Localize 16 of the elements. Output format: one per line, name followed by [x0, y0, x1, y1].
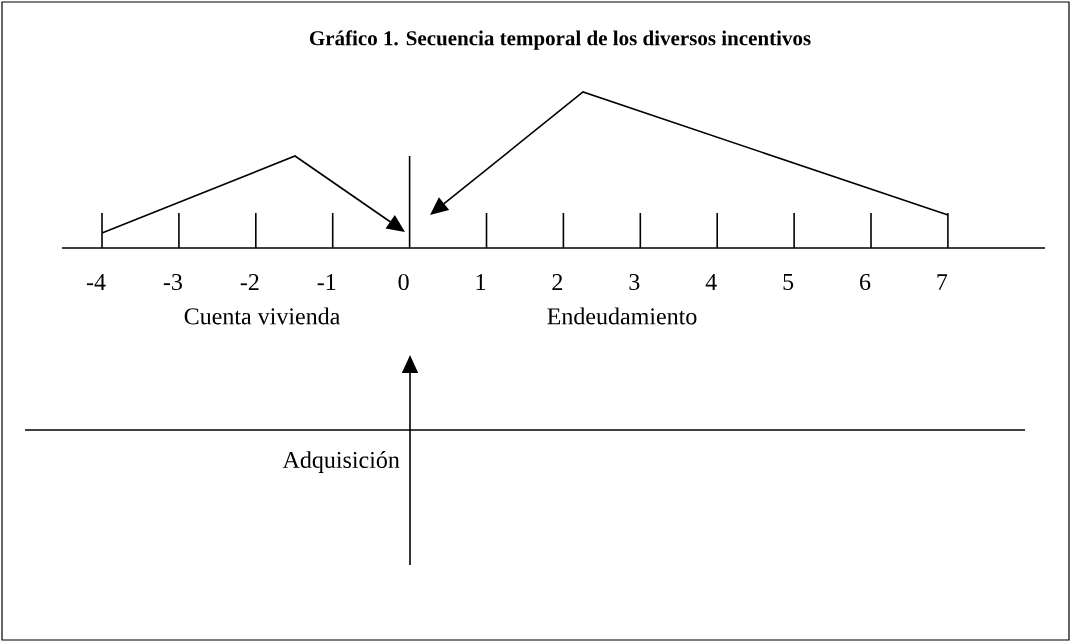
period-label: Endeudamiento — [547, 307, 697, 325]
tick-label: 1 — [476, 274, 486, 290]
tick-label: -3 — [163, 273, 182, 291]
tick-label: 4 — [705, 274, 717, 290]
tick-label: -1 — [317, 274, 336, 290]
tick-label: -4 — [86, 274, 106, 290]
tick-label: 2 — [552, 274, 563, 290]
tick-label: 5 — [783, 274, 794, 290]
period-label: Cuenta vivienda — [184, 307, 340, 325]
tick-label: 6 — [860, 273, 871, 291]
tick-label: -2 — [240, 274, 259, 290]
tick-label: 7 — [937, 274, 948, 290]
title: Gráfico 1. Secuencia temporal de los diversos incentivos — [309, 30, 811, 50]
tick-label: 3 — [629, 273, 640, 291]
event-label: Adquisición — [282, 451, 400, 473]
tick-label: 0 — [398, 273, 409, 291]
